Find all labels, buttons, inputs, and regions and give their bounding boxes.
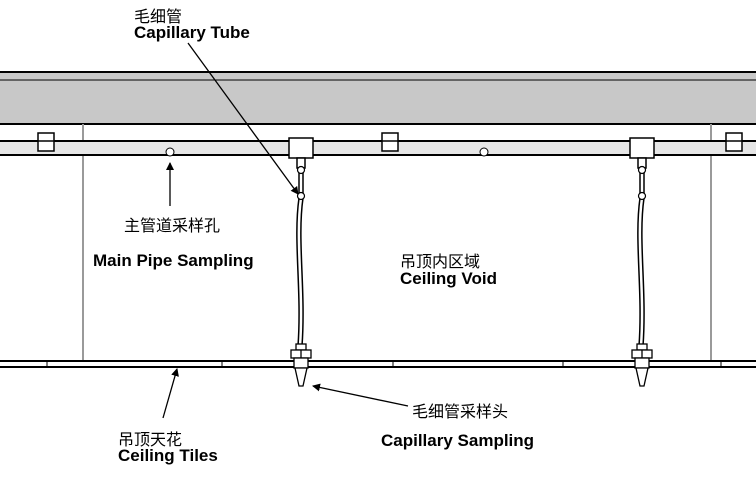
capillary-tube-label-zh: 毛细管 — [134, 7, 183, 26]
ceiling-tiles-label-en: Ceiling Tiles — [118, 446, 218, 465]
sampling-hole-icon — [165, 147, 489, 157]
capillary-tubes — [296, 168, 645, 347]
hanger-rods — [82, 124, 712, 362]
pipe-clip-icon — [37, 132, 743, 152]
main-pipe — [0, 140, 756, 156]
ceiling-tiles — [0, 360, 756, 368]
main-pipe-sampling-label-zh: 主管道采样孔 — [124, 216, 221, 235]
capillary-tube-label-en: Capillary Tube — [134, 23, 250, 42]
structural-beam — [0, 71, 756, 125]
capillary-sampling-label-zh: 毛细管采样头 — [412, 402, 509, 421]
ceiling-void-label-zh: 吊顶内区域 — [400, 252, 481, 271]
callout-arrows — [162, 42, 409, 419]
capillary-sampling-label-en: Capillary Sampling — [381, 431, 535, 450]
ceiling-void-label-en: Ceiling Void — [400, 269, 497, 288]
capillary-sampling-point-icon — [290, 343, 653, 387]
ceiling-tiles-label-zh: 吊顶天花 — [118, 430, 183, 449]
t-fitting-icon — [288, 137, 655, 169]
capillary-fittings — [296, 165, 647, 201]
main-pipe-sampling-label-en: Main Pipe Sampling — [93, 251, 254, 270]
